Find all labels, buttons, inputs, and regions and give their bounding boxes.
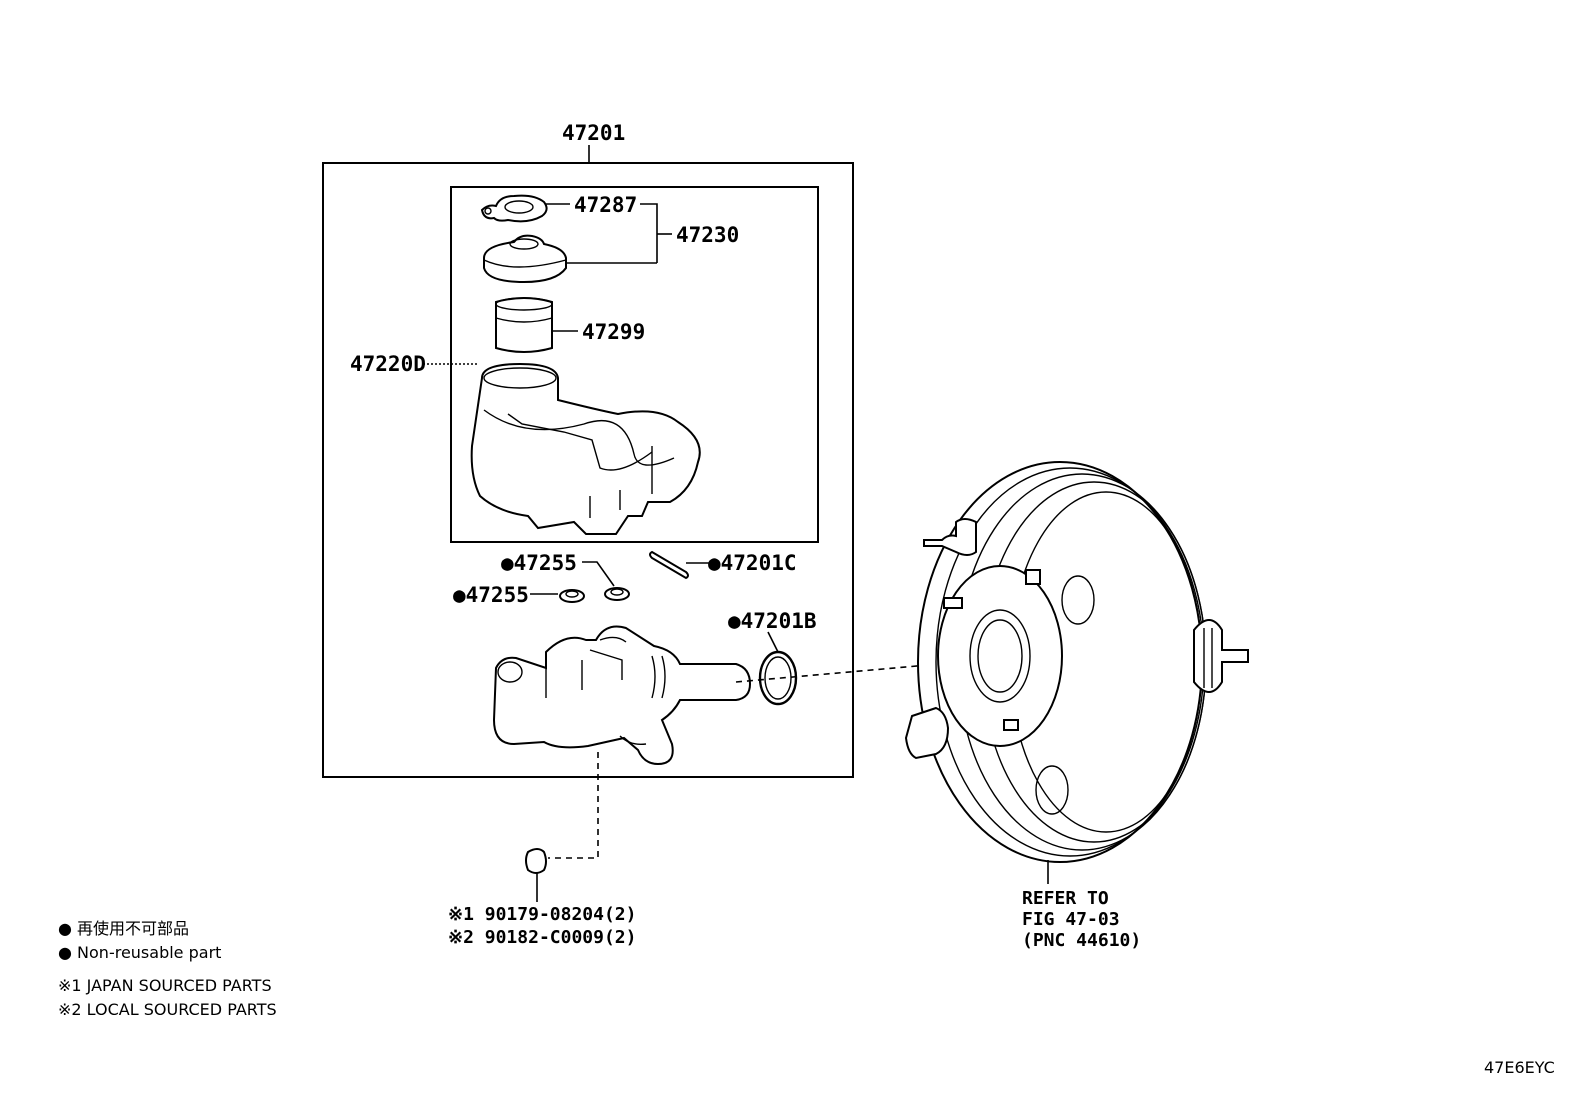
cap-seal-part bbox=[480, 194, 548, 223]
label-assembly: 47201 bbox=[562, 121, 625, 145]
grommet-part-right bbox=[604, 587, 630, 601]
pin-part bbox=[649, 550, 689, 580]
bolt-part bbox=[525, 848, 547, 874]
legend-note-2: ※2 LOCAL SOURCED PARTS bbox=[58, 1000, 277, 1019]
reservoir-body-part bbox=[470, 362, 701, 535]
label-bolt-line-1: ※1 90179-08204(2) bbox=[448, 904, 636, 925]
legend-note-1: ※1 JAPAN SOURCED PARTS bbox=[58, 976, 272, 995]
master-cylinder-part bbox=[492, 625, 752, 766]
label-bolt-line-2: ※2 90182-C0009(2) bbox=[448, 927, 636, 948]
label-strainer: 47299 bbox=[582, 320, 645, 344]
illustration-code: 47E6EYC bbox=[1484, 1058, 1555, 1077]
label-o-ring: ●47201B bbox=[728, 609, 817, 633]
strainer-part bbox=[495, 297, 553, 353]
legend-item-2: ● Non-reusable part bbox=[58, 943, 221, 962]
label-reservoir-cap: 47230 bbox=[676, 223, 739, 247]
legend-item-1: ● 再使用不可部品 bbox=[58, 919, 189, 938]
label-grommet-left: ●47255 bbox=[453, 583, 529, 607]
label-refer-line-3: (PNC 44610) bbox=[1022, 930, 1141, 951]
label-refer-line-1: REFER TO bbox=[1022, 888, 1109, 909]
grommet-part-left bbox=[559, 589, 585, 603]
brake-booster-part bbox=[904, 461, 1249, 863]
label-grommet-top: ●47255 bbox=[501, 551, 577, 575]
label-pin: ●47201C bbox=[708, 551, 797, 575]
reservoir-cap-part bbox=[483, 234, 567, 284]
label-refer-line-2: FIG 47-03 bbox=[1022, 909, 1120, 930]
label-reservoir-set: 47220D bbox=[350, 352, 426, 376]
assembly-box bbox=[322, 162, 854, 778]
label-cap-seal: 47287 bbox=[574, 193, 637, 217]
o-ring-part bbox=[758, 650, 798, 706]
